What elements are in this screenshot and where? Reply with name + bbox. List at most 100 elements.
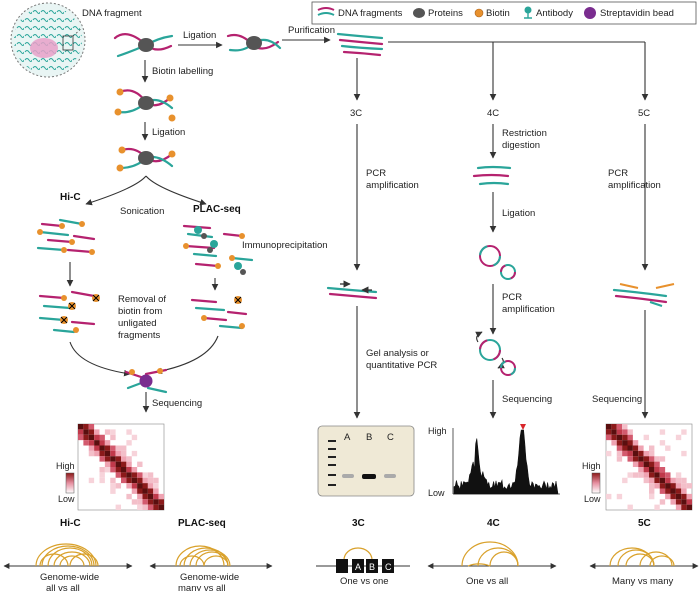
heatmap-cell [649, 472, 655, 478]
hic-removal-fragments [38, 290, 100, 334]
heatmap-cell [627, 472, 633, 478]
heatmap-cell [121, 467, 127, 473]
heatmap-cell [104, 450, 111, 457]
heatmap-cell [622, 434, 628, 441]
plac-removal-fragments [190, 296, 248, 330]
heatmap-cell [153, 493, 159, 500]
antibody-icon [524, 6, 532, 19]
heatmap-cell [110, 477, 116, 484]
heatmap-cell [643, 472, 650, 478]
heatmap-cell [131, 467, 138, 473]
heatmap-cell [638, 456, 644, 462]
heatmap-cell [94, 440, 100, 446]
heatmap-cell [147, 483, 154, 489]
heatmap-cell [115, 450, 122, 457]
streptavidin-bead-icon [584, 7, 596, 19]
heatmap-cell [121, 477, 127, 484]
heatmap-cell [606, 493, 612, 500]
gel-lane-c: C [387, 432, 394, 443]
bottom-plac-line1: Genome-wide [180, 572, 239, 583]
heatmap-cell [670, 493, 676, 500]
heatmap-cell [99, 456, 105, 462]
heatmap-cell [638, 467, 644, 473]
heatmap-cell [616, 429, 623, 435]
heatmap-cell [83, 429, 89, 435]
heatmap-cell [686, 499, 693, 505]
heatmap-cell [88, 445, 95, 451]
heatmap-cell [126, 461, 132, 468]
bottom-plac-line2: many vs all [178, 583, 226, 591]
heat-high-right: High [582, 461, 601, 471]
heatmap-cell [649, 483, 655, 489]
biotin-icon [474, 8, 484, 18]
heatmap-cell [99, 467, 105, 473]
legend: DNA fragments Proteins Biotin Antibody S… [311, 1, 697, 25]
heatmap-cell [670, 499, 676, 505]
removal-label-2: biotin from [118, 306, 162, 317]
heatmap-cell [99, 450, 105, 457]
heatmap-cell [104, 440, 111, 446]
heatmap-cell [681, 499, 687, 505]
heatmap-cell [110, 483, 116, 489]
heatmap-cell [115, 467, 122, 473]
branch-5c-label: 5C [638, 108, 650, 119]
heatmap-cell [88, 440, 95, 446]
heatmap-cell [83, 434, 89, 441]
dna-fragment-label: DNA fragment [82, 8, 142, 19]
heatmap-cell [115, 445, 122, 451]
heatmap-cell [110, 456, 116, 462]
heatmap-cell [659, 467, 666, 473]
heatmap-cell [675, 504, 682, 511]
4c-low-label: Low [428, 488, 445, 498]
heatmap-cell [665, 493, 671, 500]
removal-label-1: Removal of [118, 294, 166, 305]
heatmap-cell [147, 488, 154, 494]
dna-fragments-icon [317, 7, 335, 16]
heatmap-cell [632, 440, 639, 446]
heatmap-cell [627, 440, 633, 446]
heatmap-cell [659, 499, 666, 505]
heatmap-cell [649, 456, 655, 462]
heatmap-cell [115, 461, 122, 468]
heatmap-cell [83, 440, 89, 446]
heatmap-cell [616, 445, 623, 451]
heatmap-cell [627, 429, 633, 435]
bottom-5c-caption: Many vs many [612, 576, 673, 587]
heatmap-5c [605, 423, 693, 511]
heatmap-cell [110, 461, 116, 468]
ligation-mid-label: Ligation [152, 127, 185, 138]
heatmap-cell [654, 477, 660, 484]
heatmap-cell [78, 434, 84, 441]
heatmap-cell [147, 472, 154, 478]
heatmap-cell [126, 477, 132, 484]
bottom-plac-title: PLAC-seq [178, 518, 226, 529]
heatmap-cell [104, 456, 111, 462]
4c-pcr-label-1: PCR [502, 292, 522, 303]
heatmap-cell [121, 450, 127, 457]
heatmap-cell [99, 445, 105, 451]
heatmap-cell [649, 461, 655, 468]
heatmap-cell [649, 488, 655, 494]
heatmap-cell [110, 488, 116, 494]
heatmap-cell [158, 493, 165, 500]
heatmap-cell [137, 472, 143, 478]
bottom-hic-title: Hi-C [60, 518, 81, 529]
heatmap-cell [158, 504, 165, 511]
heatmap-cell [675, 477, 682, 484]
heatmap-cell [638, 450, 644, 457]
heatmap-cell [153, 504, 159, 511]
heatmap-cell [104, 445, 111, 451]
4c-pcr-circles [475, 331, 516, 376]
heatmap-cell [659, 483, 666, 489]
heatmap-cell [649, 450, 655, 457]
plac-method-title: PLAC-seq [193, 204, 241, 215]
heatmap-cell [681, 504, 687, 511]
heatmap-cell [622, 440, 628, 446]
heatmap-cell [126, 472, 132, 478]
heatmap-cell [654, 456, 660, 462]
heatmap-cell [643, 450, 650, 457]
heatmap-cell [638, 461, 644, 468]
gel-lane-b: B [366, 432, 372, 443]
